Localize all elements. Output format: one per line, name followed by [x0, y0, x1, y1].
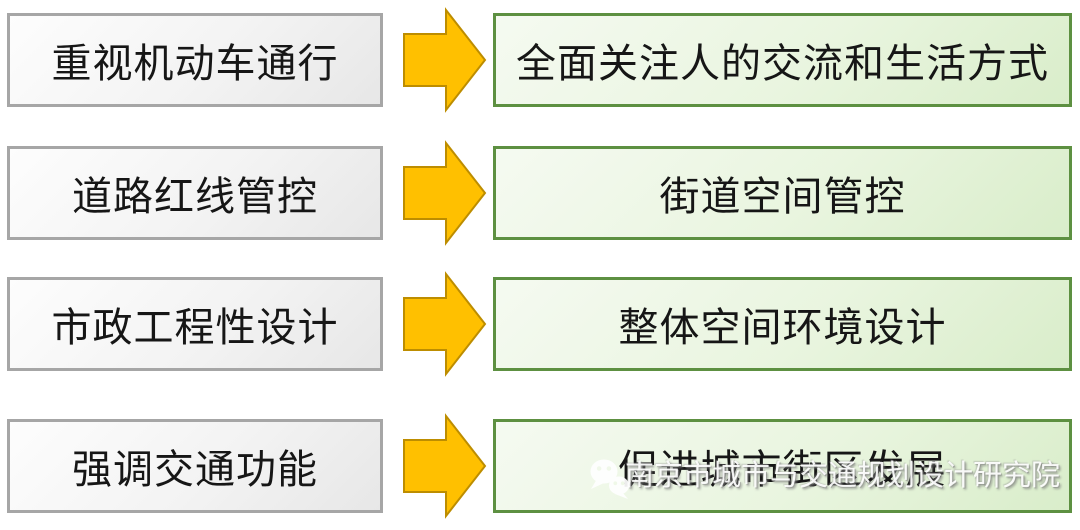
- target-label: 促进城市街区发展: [618, 447, 947, 493]
- target-label: 全面关注人的交流和生活方式: [516, 41, 1049, 87]
- right-arrow-icon: [403, 413, 487, 519]
- target-box: 促进城市街区发展: [493, 419, 1072, 513]
- source-box: 重视机动车通行: [7, 13, 383, 107]
- target-box: 整体空间环境设计: [493, 277, 1072, 371]
- source-label: 市政工程性设计: [51, 305, 339, 351]
- diagram-row: 强调交通功能 促进城市街区发展: [0, 413, 1080, 519]
- target-label: 街道空间管控: [659, 174, 906, 220]
- source-box: 市政工程性设计: [7, 277, 383, 371]
- target-box: 街道空间管控: [493, 146, 1072, 240]
- diagram-row: 重视机动车通行 全面关注人的交流和生活方式: [0, 7, 1080, 113]
- right-arrow-icon: [403, 271, 487, 377]
- target-label: 整体空间环境设计: [618, 305, 947, 351]
- diagram-row: 道路红线管控 街道空间管控: [0, 140, 1080, 246]
- right-arrow-icon: [403, 140, 487, 246]
- right-arrow-icon: [403, 7, 487, 113]
- source-label: 道路红线管控: [72, 174, 318, 220]
- source-label: 重视机动车通行: [51, 41, 339, 87]
- source-box: 道路红线管控: [7, 146, 383, 240]
- source-box: 强调交通功能: [7, 419, 383, 513]
- source-label: 强调交通功能: [72, 447, 318, 493]
- diagram-row: 市政工程性设计 整体空间环境设计: [0, 271, 1080, 377]
- target-box: 全面关注人的交流和生活方式: [493, 13, 1072, 107]
